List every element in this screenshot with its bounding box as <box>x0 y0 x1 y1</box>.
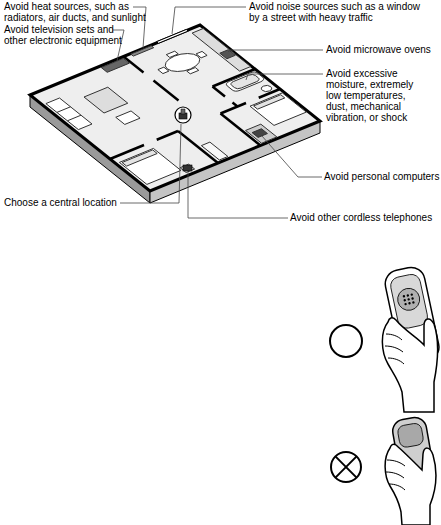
speaker-hole <box>411 297 414 300</box>
finger-line <box>386 472 404 478</box>
finger-line <box>388 358 404 364</box>
phone-location-marker <box>175 107 191 123</box>
wall <box>157 131 178 140</box>
microwave-oven <box>220 50 236 59</box>
desk <box>246 124 277 143</box>
pillow <box>254 95 285 109</box>
callout-label: Avoid personal computers <box>324 171 441 182</box>
nightstand <box>180 164 195 172</box>
wall <box>154 81 179 101</box>
floor-plan <box>29 24 320 203</box>
callout-label: Avoid excessive moisture, extremely low … <box>326 68 422 123</box>
correct-grip <box>330 265 441 412</box>
leader-line <box>262 136 322 177</box>
leader-line <box>188 172 288 218</box>
sofa-seam <box>57 107 71 113</box>
speaker-hole <box>412 301 415 304</box>
base-unit-central <box>175 107 191 123</box>
finger-line <box>386 334 402 340</box>
leader-lines <box>112 7 323 218</box>
bathtub-basin <box>229 73 261 89</box>
speaker-hole <box>406 294 409 297</box>
radiator <box>131 46 154 56</box>
callout-label: Choose a central location <box>4 197 144 208</box>
chair <box>158 67 169 73</box>
speaker-hole <box>404 303 407 306</box>
coffee-table <box>84 87 128 113</box>
bed <box>119 148 180 184</box>
chair <box>187 68 199 74</box>
wrong-grip <box>331 416 437 525</box>
ok-symbol <box>330 325 362 357</box>
chair <box>196 51 207 57</box>
callout-label: Avoid television sets and other electron… <box>4 24 122 46</box>
speaker-hole <box>403 295 406 298</box>
chair <box>166 51 178 57</box>
phone-handset <box>181 109 185 114</box>
ng-symbol <box>331 452 361 482</box>
armchair <box>116 111 140 125</box>
finger-line <box>387 460 405 466</box>
speaker-grille <box>396 286 422 312</box>
leader-line <box>228 50 323 52</box>
finger-line <box>389 484 405 490</box>
leader-line <box>120 124 181 203</box>
sofa <box>46 98 92 130</box>
hand <box>382 318 437 412</box>
speaker-hole <box>403 299 406 302</box>
closet <box>201 142 228 160</box>
speaker-hole <box>407 298 410 301</box>
plan-view <box>29 24 320 191</box>
tv-set <box>101 58 129 72</box>
handset-face <box>397 422 424 448</box>
furniture <box>32 25 317 189</box>
speaker-hole <box>410 293 413 296</box>
phone-base <box>183 165 192 171</box>
wall <box>221 103 247 114</box>
pillow <box>122 150 157 166</box>
callout-label: Avoid microwave ovens <box>326 44 438 55</box>
wall <box>213 87 226 97</box>
callout-label: Avoid heat sources, such as radiators, a… <box>4 1 154 23</box>
speaker-hole <box>408 302 411 305</box>
cordless-telephone-other <box>183 165 192 171</box>
ng-cross <box>335 456 356 477</box>
hand <box>385 444 436 525</box>
finger-line <box>385 346 403 352</box>
sofa-seam <box>67 115 81 121</box>
ng-cross <box>335 456 356 477</box>
callout-label: Avoid other cordless telephones <box>290 212 440 223</box>
leader-line <box>172 7 246 34</box>
bed <box>250 93 306 126</box>
toilet <box>259 84 274 92</box>
personal-computer <box>252 129 267 138</box>
leader-line <box>246 74 323 80</box>
callout-label: Avoid noise sources such as a window by … <box>249 1 429 23</box>
